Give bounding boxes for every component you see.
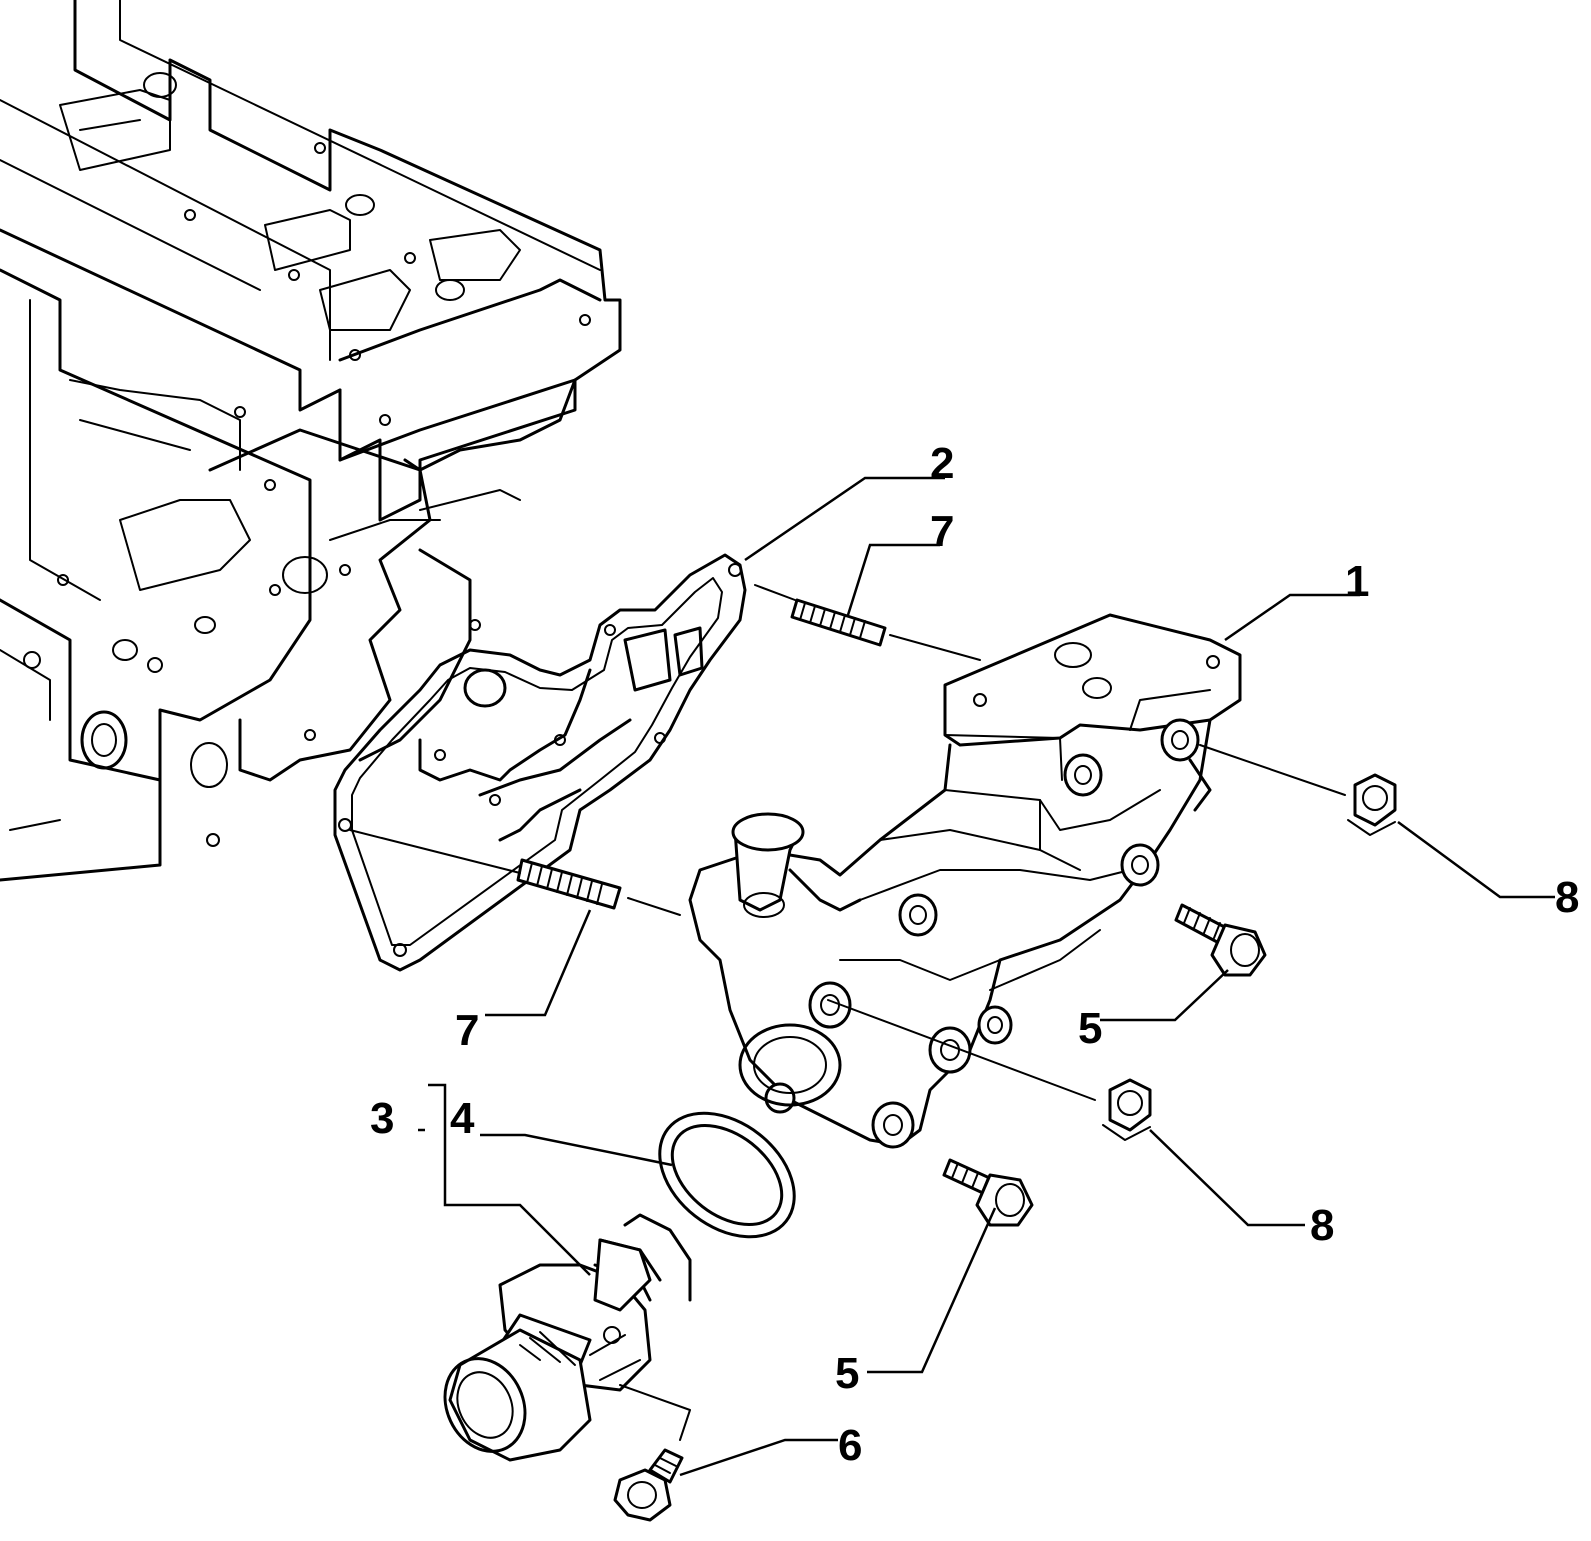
- seal-ring: [658, 1111, 796, 1239]
- bolt-lower: [942, 1158, 1034, 1227]
- callout-3: 3: [370, 1094, 394, 1143]
- callout-7-upper: 7: [930, 507, 954, 556]
- thermostat: [443, 1213, 692, 1462]
- assembly-lines: [349, 584, 1346, 1441]
- callout-labels: 1 2 7 7 8 8 5 5 6 3 4: [370, 439, 1579, 1470]
- callout-4: 4: [450, 1094, 475, 1143]
- screw: [613, 1448, 684, 1522]
- engine-block: [0, 0, 622, 882]
- callout-7-lower: 7: [455, 1006, 479, 1055]
- callout-2: 2: [930, 439, 954, 488]
- callout-6: 6: [838, 1421, 862, 1470]
- callout-5-lower: 5: [835, 1349, 859, 1398]
- nut-upper: [1347, 773, 1397, 836]
- thermostat-housing: [688, 613, 1242, 1149]
- callout-5-upper: 5: [1078, 1004, 1102, 1053]
- stud-upper: [790, 598, 887, 647]
- leader-lines: [418, 476, 1555, 1477]
- callout-8-upper: 8: [1555, 873, 1579, 922]
- callout-1: 1: [1345, 557, 1369, 606]
- callout-8-lower: 8: [1310, 1201, 1334, 1250]
- bolt-upper: [1174, 903, 1267, 977]
- stud-lower: [516, 858, 622, 910]
- nut-lower: [1102, 1078, 1152, 1141]
- gasket: [333, 553, 747, 972]
